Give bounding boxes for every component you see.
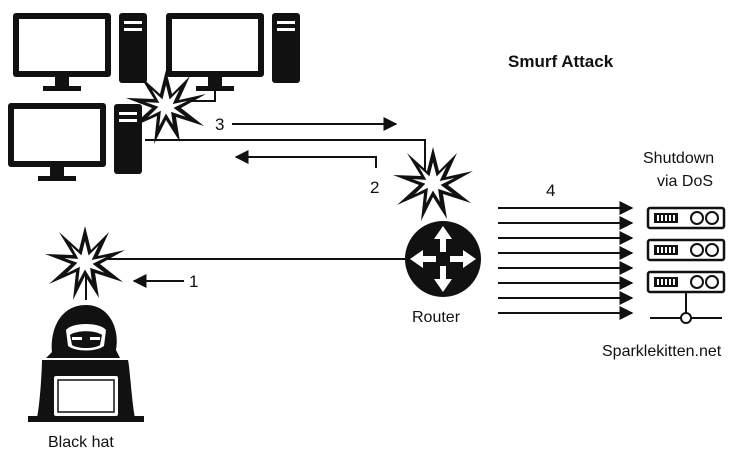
target-status-line2: via DoS bbox=[657, 173, 713, 190]
desktop-monitor-icon bbox=[8, 103, 106, 181]
attacker-label: Black hat bbox=[48, 434, 114, 451]
tower-pc-icon bbox=[119, 13, 147, 83]
router-label: Router bbox=[412, 309, 461, 326]
server-rack-icon bbox=[646, 206, 726, 324]
step-2-label: 2 bbox=[370, 178, 379, 197]
flood-arrows bbox=[498, 201, 634, 320]
tower-pc-icon bbox=[114, 104, 142, 174]
step-1-label: 1 bbox=[189, 272, 198, 291]
desktop-monitor-icon bbox=[13, 13, 111, 91]
pc-router-line bbox=[145, 139, 426, 190]
desktop-monitor-icon bbox=[166, 13, 264, 91]
diagram-title: Smurf Attack bbox=[508, 52, 614, 71]
step-4-label: 4 bbox=[546, 181, 555, 200]
router-icon bbox=[405, 221, 481, 297]
step-3-label: 3 bbox=[215, 115, 224, 134]
explosion-burst-icon bbox=[392, 146, 474, 222]
arrow-icon bbox=[234, 150, 377, 168]
hacker-icon bbox=[28, 305, 144, 422]
tower-pc-icon bbox=[272, 13, 300, 83]
target-status-line1: Shutdown bbox=[643, 150, 714, 167]
target-label: Sparklekitten.net bbox=[602, 343, 722, 360]
